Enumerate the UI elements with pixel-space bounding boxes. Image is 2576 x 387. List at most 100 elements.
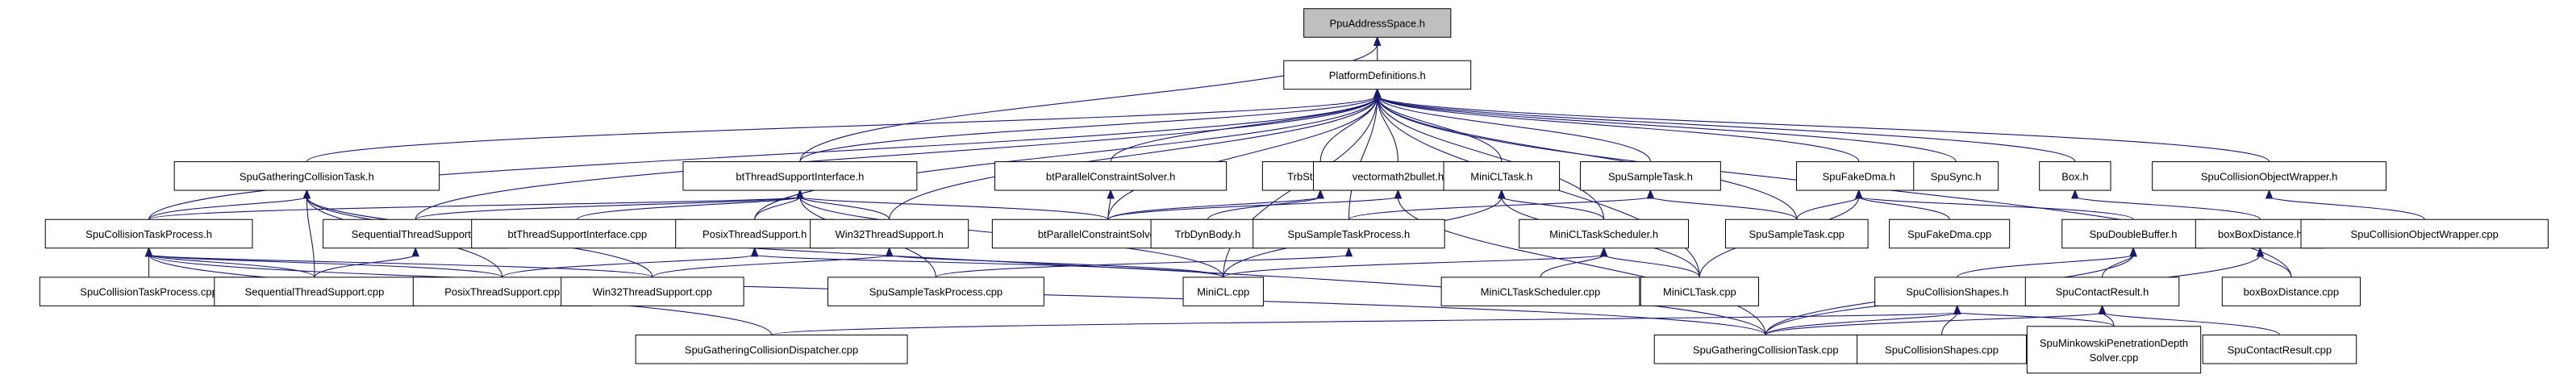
node-label: SpuMinkowskiPenetrationDepth bbox=[2040, 337, 2188, 349]
edge-sequentialthreadsupport-cpp-to-spucollisiontaskprocess-h bbox=[144, 247, 315, 278]
node-posixthreadsupport-h[interactable]: PosixThreadSupport.h bbox=[675, 218, 835, 249]
node-spucontactresult-cpp[interactable]: SpuContactResult.cpp bbox=[2202, 335, 2357, 364]
node-btparallelconstraintsolver-h[interactable]: btParallelConstraintSolver.h bbox=[994, 161, 1228, 191]
node-spusync-h[interactable]: SpuSync.h bbox=[1913, 161, 1999, 191]
edge-spusampletask-cpp-to-platformdefinitions-h bbox=[1373, 88, 1798, 220]
edge-minicl-cpp-to-posixthreadsupport-h bbox=[750, 247, 1224, 278]
edge-minicltask-h-to-platformdefinitions-h bbox=[1373, 88, 1503, 162]
node-spudoublebuffer-h[interactable]: SpuDoubleBuffer.h bbox=[2061, 218, 2205, 249]
node-spusampletaskprocess-h[interactable]: SpuSampleTaskProcess.h bbox=[1253, 218, 1445, 249]
node-minicltaskscheduler-h[interactable]: MiniCLTaskScheduler.h bbox=[1519, 218, 1690, 249]
node-label: PosixThreadSupport.h bbox=[702, 228, 807, 240]
node-win32threadsupport-cpp[interactable]: Win32ThreadSupport.cpp bbox=[561, 277, 744, 306]
node-label: btParallelConstraintSolver.cpp bbox=[1038, 228, 1178, 240]
node-label: SpuSampleTask.cpp bbox=[1749, 228, 1845, 240]
edge-sequentialthreadsupport-cpp-to-sequentialthreadsupport-h bbox=[314, 247, 419, 278]
node-trbdynbody-h[interactable]: TrbDynBody.h bbox=[1150, 218, 1265, 249]
edge-btthreadsupportinterface-h-to-ppuaddressspace-h bbox=[799, 35, 1382, 162]
graph-nodes: PpuAddressSpace.hPlatformDefinitions.hSp… bbox=[39, 8, 2549, 374]
node-boxboxdistance-cpp[interactable]: boxBoxDistance.cpp bbox=[2221, 277, 2361, 306]
edge-minicltask-cpp-to-minicltaskscheduler-h bbox=[1599, 247, 1700, 278]
node-label: SequentialThreadSupport.h bbox=[352, 228, 480, 240]
node-label: SpuGatheringCollisionDispatcher.cpp bbox=[685, 343, 858, 356]
node-sequentialthreadsupport-cpp[interactable]: SequentialThreadSupport.cpp bbox=[214, 277, 415, 306]
node-spufakedma-h[interactable]: SpuFakeDma.h bbox=[1796, 161, 1922, 191]
node-platformdefinitions-h[interactable]: PlatformDefinitions.h bbox=[1283, 60, 1472, 90]
node-label: vectormath2bullet.h bbox=[1353, 170, 1444, 182]
node-spugatheringcollisiontask-h[interactable]: SpuGatheringCollisionTask.h bbox=[173, 161, 440, 191]
node-spusampletask-cpp[interactable]: SpuSampleTask.cpp bbox=[1724, 218, 1869, 249]
node-label: SpuCollisionTaskProcess.cpp bbox=[80, 286, 218, 298]
node-box-h[interactable]: Box.h bbox=[2039, 161, 2111, 191]
edge-sequentialthreadsupport-h-to-platformdefinitions-h bbox=[415, 88, 1382, 220]
node-label: SpuGatheringCollisionTask.h bbox=[240, 170, 374, 182]
edge-spucollisionshapes-h-to-spudoublebuffer-h bbox=[1957, 247, 2137, 278]
edge-minicltaskscheduler-cpp-to-minicltaskscheduler-h bbox=[1540, 247, 1608, 278]
edge-spugatheringcollisiontask-cpp-to-spucollisionshapes-h bbox=[1765, 304, 1961, 336]
node-label: SpuCollisionTaskProcess.h bbox=[85, 228, 212, 240]
node-label: SpuSampleTask.h bbox=[1608, 170, 1693, 182]
node-label: SpuContactResult.cpp bbox=[2228, 343, 2332, 356]
node-btthreadsupportinterface-h[interactable]: btThreadSupportInterface.h bbox=[682, 161, 918, 191]
node-label: boxBoxDistance.cpp bbox=[2244, 286, 2340, 298]
node-spucollisionshapes-cpp[interactable]: SpuCollisionShapes.cpp bbox=[1857, 335, 2027, 364]
node-label: SpuCollisionShapes.h bbox=[1906, 286, 2008, 298]
edge-btparallelconstraintsolver-cpp-to-btparallelconstraintsolver-h bbox=[1107, 189, 1115, 220]
node-win32threadsupport-h[interactable]: Win32ThreadSupport.h bbox=[810, 218, 969, 249]
edge-minicl-cpp-to-win32threadsupport-h bbox=[885, 247, 1224, 278]
edge-minicltaskscheduler-h-to-platformdefinitions-h bbox=[1373, 88, 1605, 220]
node-label: MiniCL.cpp bbox=[1197, 286, 1249, 298]
node-spusampletask-h[interactable]: SpuSampleTask.h bbox=[1579, 161, 1721, 191]
node-ppuaddressspace-h[interactable]: PpuAddressSpace.h bbox=[1303, 8, 1452, 38]
node-minicltaskscheduler-cpp[interactable]: MiniCLTaskScheduler.cpp bbox=[1440, 277, 1640, 306]
node-label: SpuSampleTaskProcess.h bbox=[1288, 228, 1411, 240]
node-label: SpuFakeDma.cpp bbox=[1907, 228, 1991, 240]
node-label: Solver.cpp bbox=[2090, 352, 2139, 364]
node-label: SpuCollisionObjectWrapper.h bbox=[2201, 170, 2338, 182]
edge-btparallelconstraintsolver-cpp-to-platformdefinitions-h bbox=[1107, 88, 1382, 220]
node-label: PosixThreadSupport.cpp bbox=[444, 286, 560, 298]
edge-sequentialthreadsupport-h-to-btthreadsupportinterface-h bbox=[415, 189, 804, 220]
edge-trbdynbody-h-to-trbstatevec-h bbox=[1207, 189, 1324, 220]
edge-spucollisionobjectwrapper-cpp-to-spucollisionobjectwrapper-h bbox=[2265, 189, 2425, 220]
node-spucollisiontaskprocess-h[interactable]: SpuCollisionTaskProcess.h bbox=[44, 218, 253, 249]
node-label: btThreadSupportInterface.cpp bbox=[507, 228, 647, 240]
node-label: SpuSync.h bbox=[1931, 170, 1982, 182]
node-label: btThreadSupportInterface.h bbox=[736, 170, 864, 182]
node-spusampletaskprocess-cpp[interactable]: SpuSampleTaskProcess.cpp bbox=[827, 277, 1044, 306]
node-label: SpuGatheringCollisionTask.cpp bbox=[1693, 343, 1839, 356]
edge-spucontactresult-cpp-to-spucontactresult-h bbox=[2098, 304, 2280, 336]
node-label: SpuCollisionObjectWrapper.cpp bbox=[2351, 228, 2499, 240]
node-label: MiniCLTaskScheduler.cpp bbox=[1481, 286, 1601, 298]
node-spugatheringcollisiondispatcher-cpp[interactable]: SpuGatheringCollisionDispatcher.cpp bbox=[635, 335, 908, 364]
node-minicltask-h[interactable]: MiniCLTask.h bbox=[1443, 161, 1561, 191]
node-spucollisionshapes-h[interactable]: SpuCollisionShapes.h bbox=[1874, 277, 2040, 306]
node-label: SpuSampleTaskProcess.cpp bbox=[869, 286, 1002, 298]
node-spucollisionobjectwrapper-cpp[interactable]: SpuCollisionObjectWrapper.cpp bbox=[2300, 218, 2549, 249]
node-spucollisionobjectwrapper-h[interactable]: SpuCollisionObjectWrapper.h bbox=[2152, 161, 2387, 191]
node-label: PpuAddressSpace.h bbox=[1329, 17, 1425, 29]
node-label: btParallelConstraintSolver.h bbox=[1046, 170, 1175, 182]
edge-spufakedma-cpp-to-spufakedma-h bbox=[1855, 189, 1950, 220]
node-label: PlatformDefinitions.h bbox=[1329, 69, 1426, 81]
edge-spusampletask-cpp-to-spufakedma-h bbox=[1796, 189, 1863, 220]
node-btthreadsupportinterface-cpp[interactable]: btThreadSupportInterface.cpp bbox=[471, 218, 684, 249]
node-spucontactresult-h[interactable]: SpuContactResult.h bbox=[2024, 277, 2180, 306]
edge-btparallelconstraintsolver-cpp-to-btthreadsupportinterface-h bbox=[796, 189, 1109, 220]
edge-spusampletaskprocess-cpp-to-spusampletaskprocess-h bbox=[935, 247, 1353, 278]
edge-posixthreadsupport-cpp-to-spucollisiontaskprocess-h bbox=[144, 247, 503, 278]
node-minicl-cpp[interactable]: MiniCL.cpp bbox=[1182, 277, 1264, 306]
edge-spuminkowskipenetrationdepthsolver-cpp-to-spucollisionshapes-h bbox=[1953, 304, 2115, 327]
node-spugatheringcollisiontask-cpp[interactable]: SpuGatheringCollisionTask.cpp bbox=[1653, 335, 1878, 364]
edge-spufakedma-h-to-platformdefinitions-h bbox=[1373, 88, 1860, 162]
node-label: SpuFakeDma.h bbox=[1823, 170, 1895, 182]
node-minicltask-cpp[interactable]: MiniCLTask.cpp bbox=[1640, 277, 1760, 306]
edge-posixthreadsupport-h-to-platformdefinitions-h bbox=[754, 88, 1382, 220]
node-spufakedma-cpp[interactable]: SpuFakeDma.cpp bbox=[1889, 218, 2011, 249]
edge-spugatheringcollisiontask-cpp-to-vectormath2bullet-h bbox=[1394, 189, 1766, 335]
node-label: Win32ThreadSupport.cpp bbox=[593, 286, 712, 298]
node-label: boxBoxDistance.h bbox=[2218, 228, 2303, 240]
edge-win32threadsupport-cpp-to-win32threadsupport-h bbox=[652, 247, 894, 278]
edge-spusync-h-to-platformdefinitions-h bbox=[1373, 88, 1957, 162]
